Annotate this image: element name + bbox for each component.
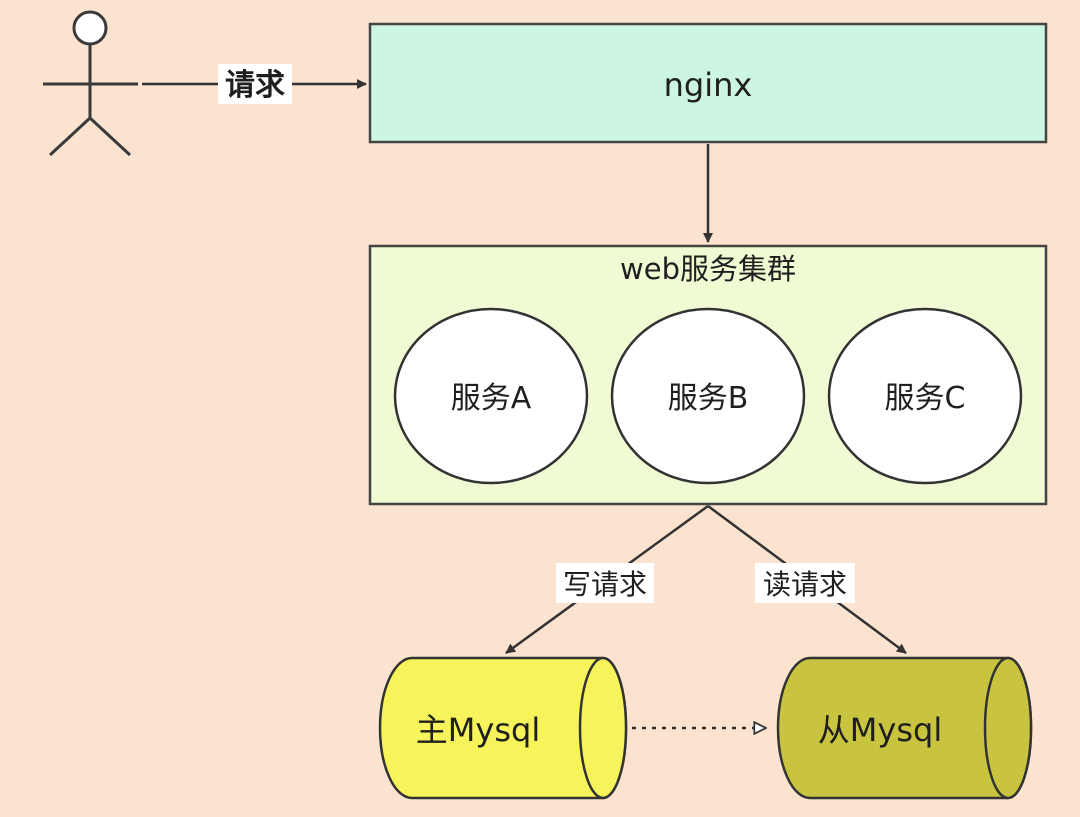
slave-mysql-node[interactable]: 从Mysql (776, 656, 1033, 800)
service-b-node[interactable]: 服务B (610, 307, 806, 485)
service-c-circle (827, 307, 1023, 485)
master-mysql-node[interactable]: 主Mysql (378, 656, 628, 800)
service-a-circle (393, 307, 589, 485)
actor-left-leg (48, 116, 92, 157)
slave-mysql-label: 从Mysql (818, 711, 942, 749)
write-label-bg (556, 563, 654, 603)
service-c-node[interactable]: 服务C (827, 307, 1023, 485)
request-label: 请求 (225, 68, 285, 103)
slave-mysql-cap (983, 656, 1033, 800)
actor-right-leg (88, 116, 132, 157)
master-mysql-cap (578, 656, 628, 800)
read-request-label: 读请求 (763, 568, 847, 601)
actor-head (72, 10, 108, 46)
write-request-label: 写请求 (563, 568, 647, 601)
service-c-label: 服务C (885, 381, 966, 416)
nginx-node[interactable]: nginx (368, 22, 1048, 144)
service-a-label: 服务A (451, 381, 532, 416)
service-b-circle (610, 307, 806, 485)
nginx-box (368, 22, 1048, 144)
nginx-label: nginx (664, 66, 753, 104)
user-actor-icon (43, 10, 138, 157)
read-label-bg (755, 563, 855, 603)
service-b-label: 服务B (668, 381, 749, 416)
web-cluster-title: web服务集群 (620, 252, 796, 286)
service-a-node[interactable]: 服务A (393, 307, 589, 485)
web-cluster[interactable]: web服务集群 服务A 服务B 服务C (368, 244, 1048, 506)
master-mysql-label: 主Mysql (416, 711, 540, 749)
request-label-bg (218, 64, 292, 104)
